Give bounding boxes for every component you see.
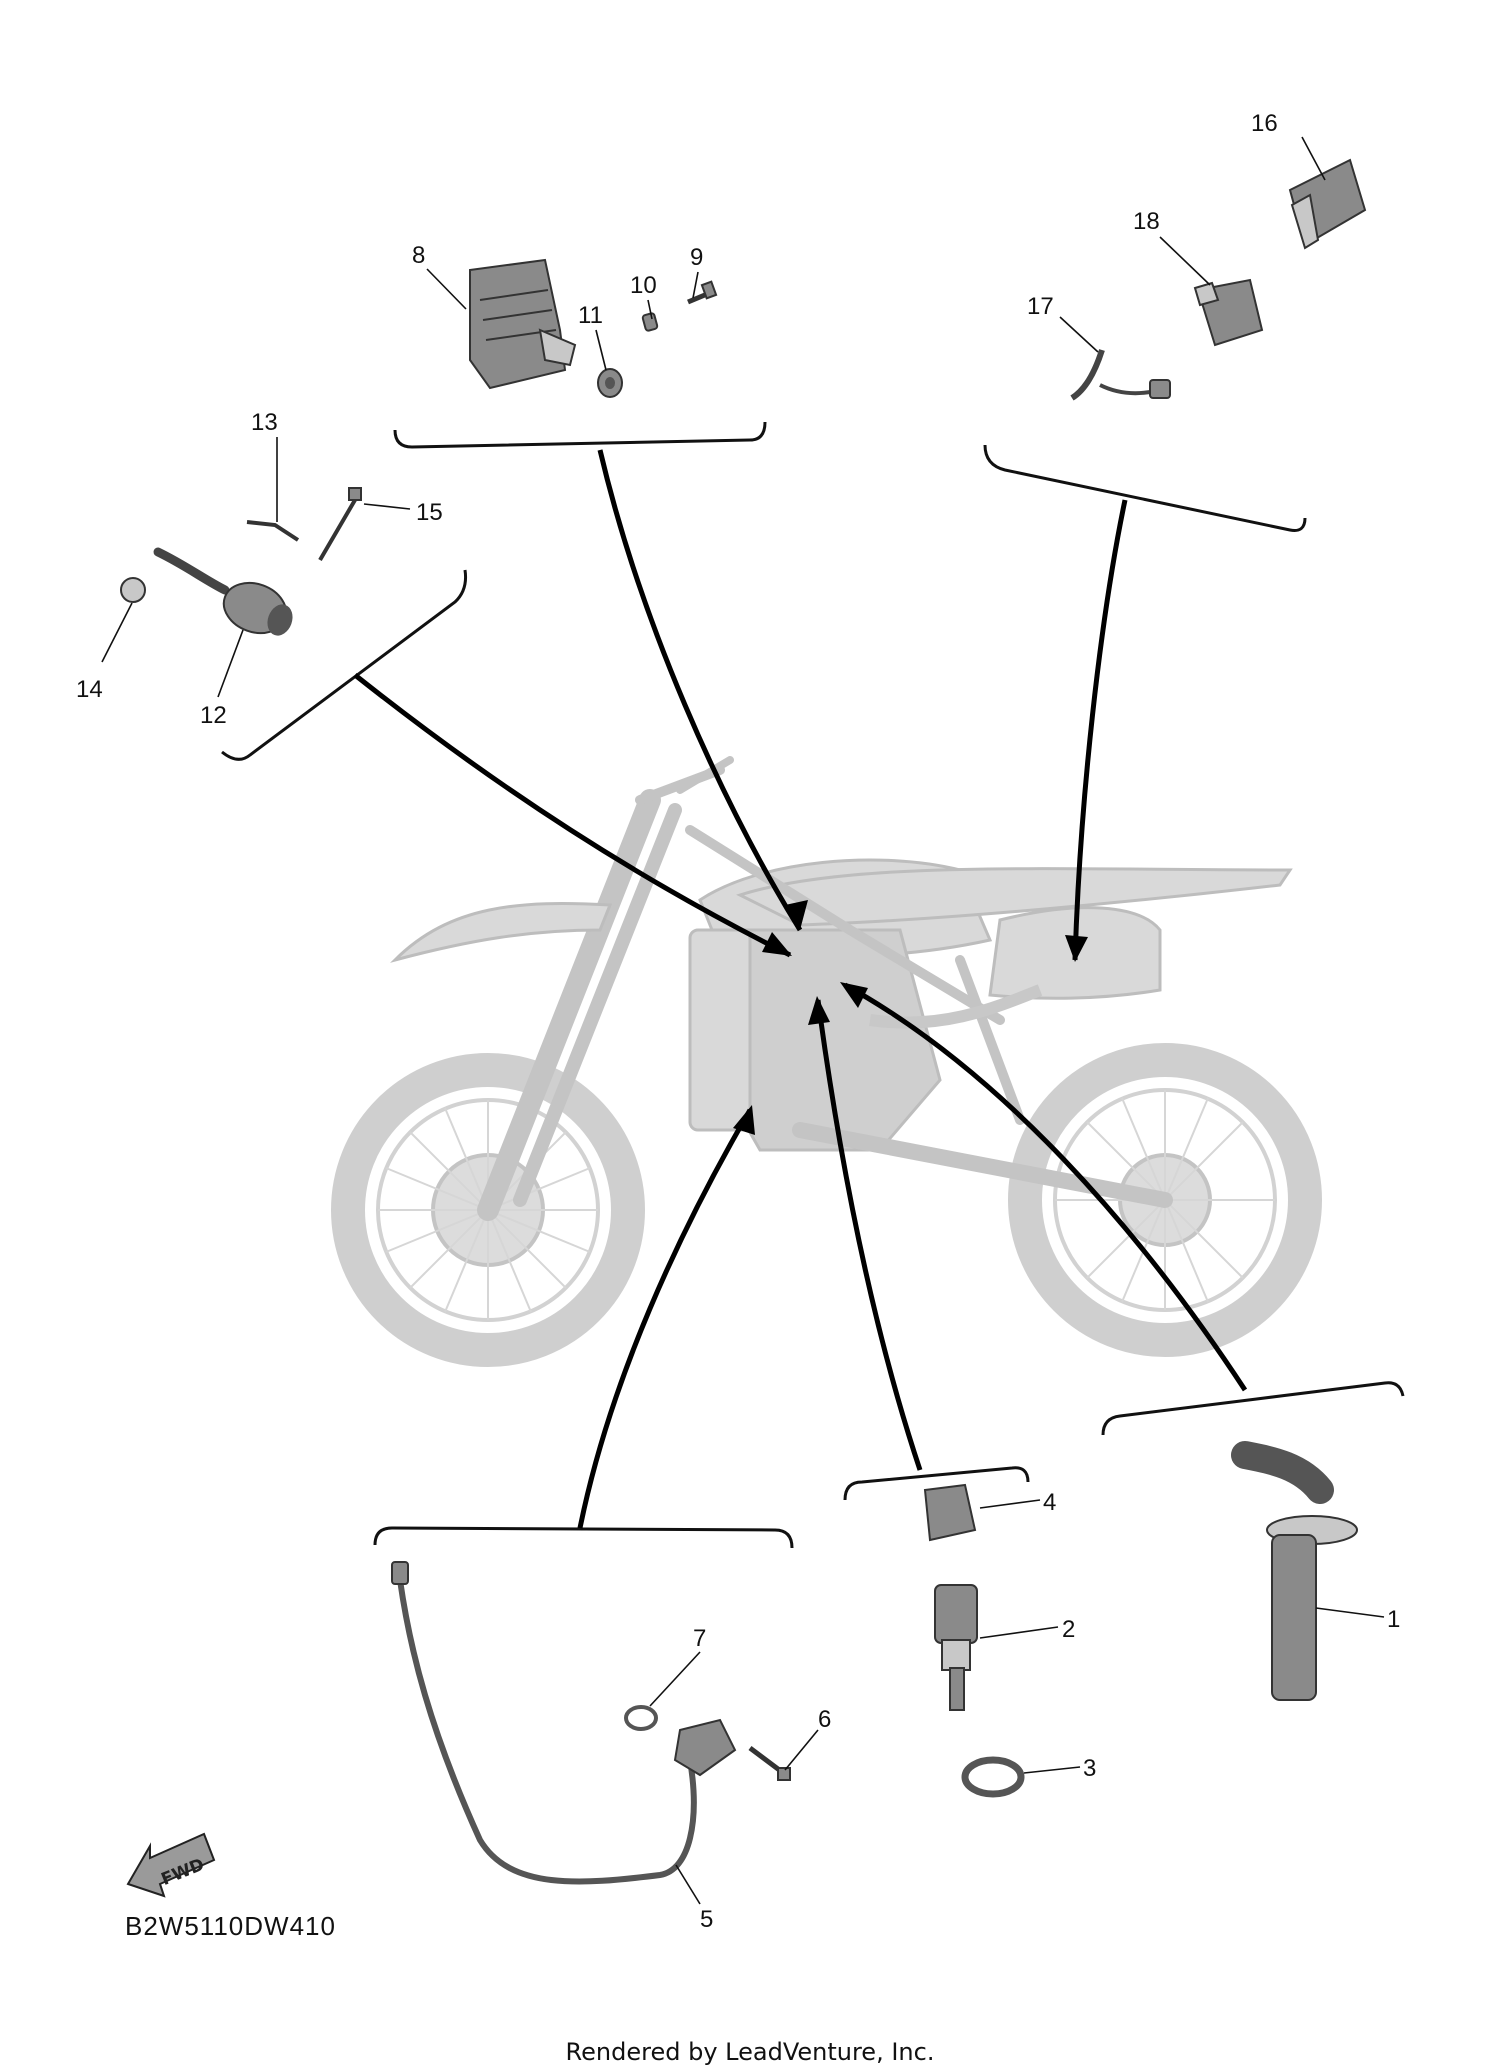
callout-3: 3: [1083, 1755, 1096, 1782]
callout-18: 18: [1133, 208, 1160, 235]
part-5-sensor-lead[interactable]: [391, 1561, 697, 1885]
callout-2: 2: [1062, 1616, 1075, 1643]
part-15-screw[interactable]: [318, 487, 362, 562]
callout-9: 9: [690, 244, 703, 271]
callout-1: 1: [1387, 1606, 1400, 1633]
part-10-collar[interactable]: [641, 312, 659, 332]
part-14-cap[interactable]: [120, 577, 146, 603]
part-17-lead[interactable]: [1070, 349, 1171, 401]
footer-credit: Rendered by LeadVenture, Inc.: [566, 2038, 935, 2066]
part-4-cap[interactable]: [923, 1483, 977, 1542]
callout-6: 6: [818, 1706, 831, 1733]
part-13-clip[interactable]: [246, 520, 300, 542]
pointer-arrows: [353, 449, 1248, 1529]
diagram-code: B2W5110DW410: [125, 1911, 336, 1941]
part-8-ecu[interactable]: [469, 258, 577, 390]
part-7-o-ring[interactable]: [624, 1705, 658, 1731]
part-18-relay[interactable]: [1193, 278, 1264, 347]
callout-labels: 1 2 3 4 5 6 7 8 9 10 11 12 13 14 15 16 1…: [76, 110, 1400, 1933]
part-1-plug-cap[interactable]: [1231, 1441, 1358, 1701]
part-16-unit[interactable]: [1288, 158, 1367, 250]
callout-14: 14: [76, 676, 103, 703]
part-2-sensor[interactable]: [934, 1584, 978, 1711]
part-11-grommet[interactable]: [597, 368, 623, 398]
part-6-bolt[interactable]: [748, 1746, 791, 1781]
callout-15: 15: [416, 499, 443, 526]
callout-16: 16: [1251, 110, 1278, 137]
callout-13: 13: [251, 409, 278, 436]
part-5-sensor-body[interactable]: [673, 1718, 737, 1777]
leader-lines: [101, 136, 1385, 1905]
group-brackets: [221, 421, 1405, 1549]
callout-7: 7: [693, 1625, 706, 1652]
fwd-arrow-icon: FWD: [126, 1832, 216, 1898]
part-3-gasket[interactable]: [961, 1756, 1025, 1798]
motorcycle-icon: [331, 756, 1322, 1367]
part-12-switch[interactable]: [153, 547, 297, 641]
callout-5: 5: [700, 1906, 713, 1933]
part-9-bolt[interactable]: [687, 280, 718, 305]
callout-4: 4: [1043, 1489, 1056, 1516]
callout-11: 11: [578, 302, 603, 329]
callout-17: 17: [1027, 293, 1054, 320]
callout-10: 10: [630, 272, 657, 299]
callout-12: 12: [200, 702, 227, 729]
callout-8: 8: [412, 242, 425, 269]
